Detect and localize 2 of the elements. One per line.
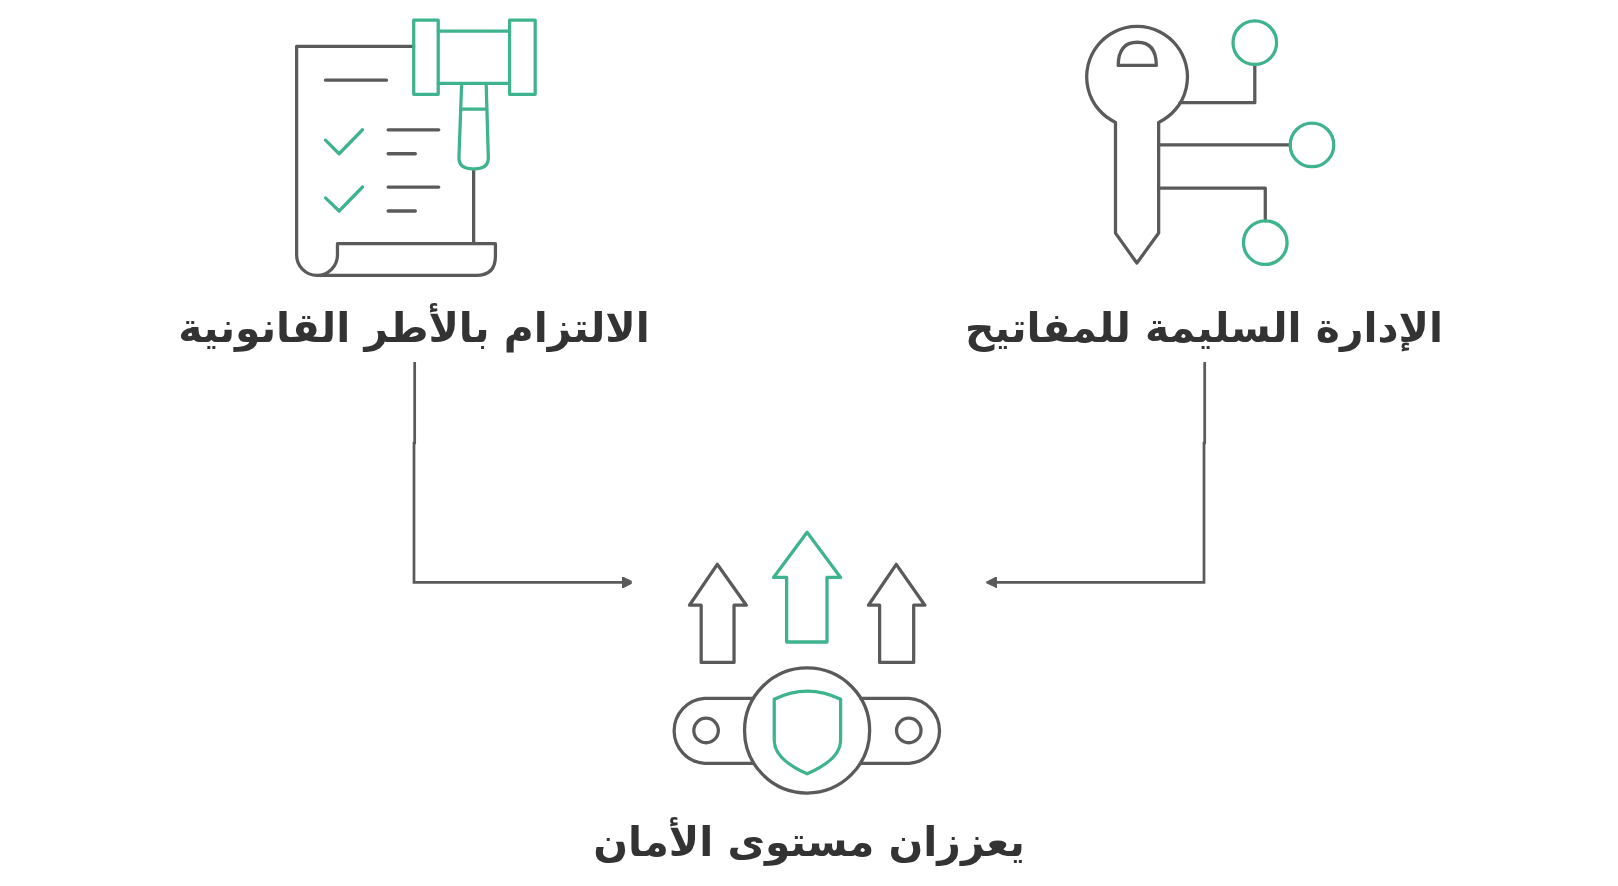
arrow (985, 361, 1207, 589)
node-text: يعززان مستوى الأمان (593, 817, 1025, 866)
